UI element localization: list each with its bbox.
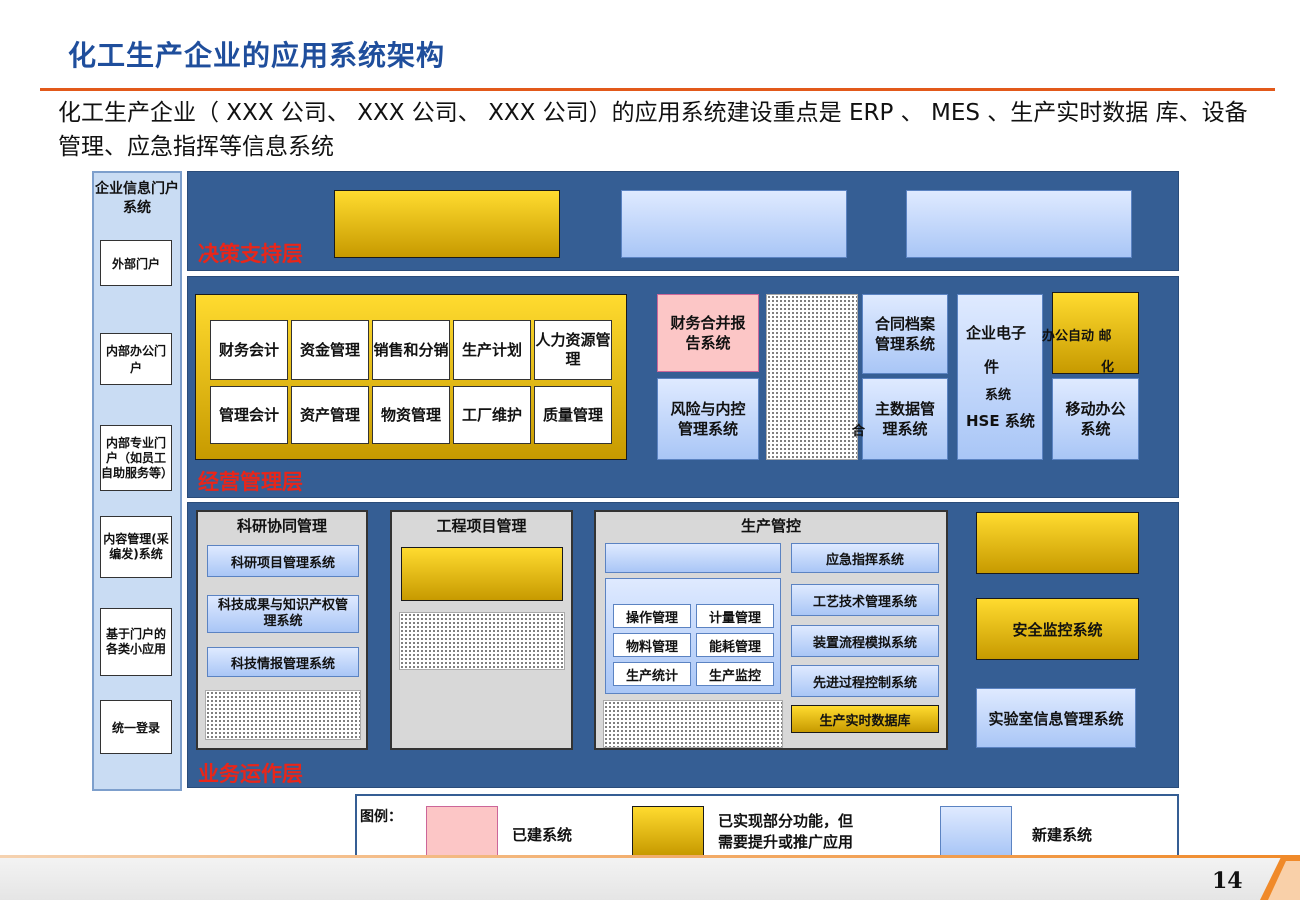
layer-label-decision: 决策支持层	[198, 242, 303, 266]
erp-quality-management: 质量管理	[534, 386, 612, 444]
legend-text-new: 新建系统	[1032, 826, 1093, 844]
production-material-mgmt: 物料管理	[613, 633, 691, 657]
contract-archive-system: 合同档案管理系统	[862, 294, 948, 374]
risk-control-system: 风险与内控管理系统	[657, 378, 759, 460]
erp-production-plan: 生产计划	[453, 320, 531, 380]
page-number: 14	[1212, 868, 1243, 894]
layer-label-operation: 业务运作层	[198, 762, 303, 786]
operation-system-partial	[976, 512, 1139, 574]
title-divider	[40, 88, 1275, 91]
erp-sales-distribution: 销售和分销	[372, 320, 450, 380]
portal-content-mgmt: 内容管理(采编发)系统	[100, 516, 172, 578]
project-panel-title: 工程项目管理	[436, 516, 527, 535]
master-data-system: 主数据管理系统	[862, 378, 948, 460]
decision-system-partial	[334, 190, 560, 258]
realtime-database-system: 生产实时数据库	[791, 705, 939, 733]
erp-management-accounting: 管理会计	[210, 386, 288, 444]
production-statistics: 生产统计	[613, 662, 691, 686]
planned-system-placeholder	[766, 294, 858, 460]
advanced-process-control-system: 先进过程控制系统	[791, 665, 939, 697]
portal-internal-professional: 内部专业门户（如员工自助服务等）	[100, 425, 173, 491]
mobile-office-system: 移动办公系统	[1052, 378, 1139, 460]
production-planned-placeholder	[603, 700, 783, 748]
legend-text-partial-line2: 需要提升或推广应用	[718, 833, 854, 851]
portal-mini-apps: 基于门户的各类小应用	[100, 608, 172, 676]
production-operation-mgmt: 操作管理	[613, 604, 691, 628]
emergency-command-system: 应急指挥系统	[791, 543, 939, 573]
footer-accent-line	[0, 855, 1300, 859]
legend-text-built: 已建系统	[512, 826, 573, 844]
legend-swatch-built	[426, 806, 498, 856]
research-panel-title: 科研协同管理	[236, 516, 327, 535]
production-panel-title: 生产管控	[740, 516, 801, 535]
erp-asset-management: 资产管理	[291, 386, 369, 444]
email-system-line1: 企业电子	[966, 324, 1027, 342]
layer-label-management: 经营管理层	[198, 470, 303, 494]
lab-information-system: 实验室信息管理系统	[976, 688, 1136, 748]
decision-system-new-2	[906, 190, 1132, 258]
footer-bar	[0, 858, 1300, 900]
safety-monitoring-system: 安全监控系统	[976, 598, 1139, 660]
page-title: 化工生产企业的应用系统架构	[68, 39, 446, 72]
portal-internal-office: 内部办公门户	[100, 333, 172, 385]
decision-system-new-1	[621, 190, 847, 258]
portal-external: 外部门户	[100, 240, 172, 286]
research-intelligence-system: 科技情报管理系统	[207, 647, 359, 677]
legend-swatch-partial	[632, 806, 704, 856]
email-hse-block	[957, 294, 1043, 460]
production-metering-mgmt: 计量管理	[696, 604, 774, 628]
erp-hr-management: 人力资源管理	[534, 320, 612, 380]
project-planned-placeholder	[399, 612, 565, 670]
portal-sso: 统一登录	[100, 700, 172, 754]
footer-corner-decoration	[1260, 855, 1300, 900]
research-planned-placeholder	[205, 690, 361, 740]
production-system-new	[605, 543, 781, 573]
portal-title: 企业信息门户系统	[95, 181, 179, 216]
erp-fund-management: 资金管理	[291, 320, 369, 380]
project-system-partial	[401, 547, 563, 601]
process-simulation-system: 装置流程模拟系统	[791, 625, 939, 657]
production-monitoring: 生产监控	[696, 662, 774, 686]
legend-swatch-new	[940, 806, 1012, 856]
office-automation-line1: 办公自动 邮	[1042, 329, 1112, 344]
legend-label: 图例：	[360, 809, 402, 825]
page-subtitle: 化工生产企业（ XXX 公司、 XXX 公司、 XXX 公司）的应用系统建设重点…	[58, 100, 1248, 160]
hse-system-line1: 系统	[985, 388, 1012, 403]
office-automation-system	[1052, 292, 1139, 374]
finance-merge-report-system: 财务合并报告系统	[657, 294, 759, 372]
research-ip-system: 科技成果与知识产权管理系统	[207, 595, 359, 633]
email-system-line2: 件	[984, 358, 1000, 376]
erp-plant-maintenance: 工厂维护	[453, 386, 531, 444]
legend-text-partial-line1: 已实现部分功能，但	[718, 812, 854, 830]
erp-material-management: 物资管理	[372, 386, 450, 444]
master-data-prefix-text: 合	[852, 424, 866, 439]
hse-system-line2: HSE 系统	[966, 412, 1035, 430]
research-project-system: 科研项目管理系统	[207, 545, 359, 577]
production-energy-mgmt: 能耗管理	[696, 633, 774, 657]
office-automation-line2: 化	[1101, 360, 1115, 375]
process-tech-mgmt-system: 工艺技术管理系统	[791, 584, 939, 616]
erp-financial-accounting: 财务会计	[210, 320, 288, 380]
